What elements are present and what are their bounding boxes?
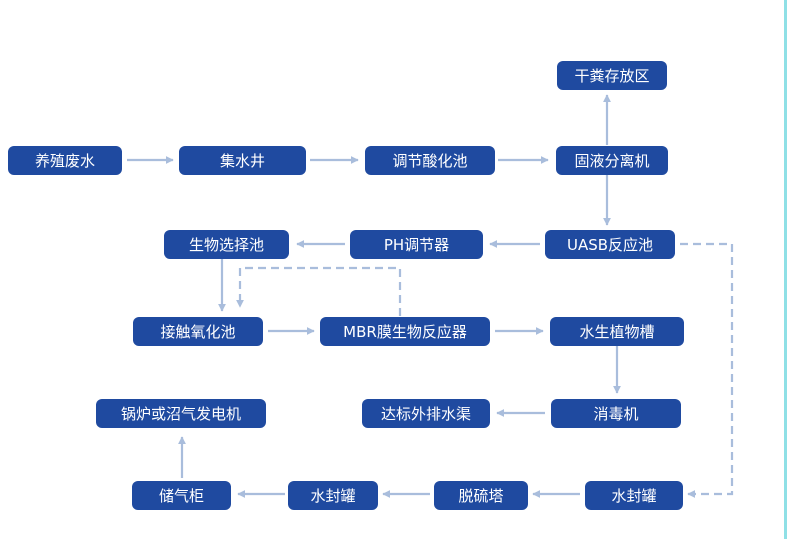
node-shuisheng-plant-tank: 水生植物槽 xyxy=(550,317,684,346)
node-gas-holder: 储气柜 xyxy=(132,481,231,510)
node-ganfen-storage: 干粪存放区 xyxy=(557,61,667,90)
node-yangzhi-wastewater: 养殖废水 xyxy=(8,146,122,175)
node-discharge-channel: 达标外排水渠 xyxy=(362,399,490,428)
node-tiaojie-acidification-tank: 调节酸化池 xyxy=(365,146,495,175)
node-shengwu-selection-tank: 生物选择池 xyxy=(164,230,289,259)
node-boiler-generator: 锅炉或沼气发电机 xyxy=(96,399,266,428)
node-disinfection-machine: 消毒机 xyxy=(551,399,681,428)
dashed-gas-line-uasb-to-shuifeng xyxy=(680,242,734,498)
node-guye-separator: 固液分离机 xyxy=(556,146,668,175)
node-mbr-reactor: MBR膜生物反应器 xyxy=(320,317,490,346)
dashed-loop-mbr-to-jiechu xyxy=(236,266,402,316)
right-edge-bar xyxy=(784,0,787,539)
node-water-seal-right: 水封罐 xyxy=(585,481,683,510)
node-water-seal-left: 水封罐 xyxy=(288,481,378,510)
node-jishui-well: 集水井 xyxy=(179,146,306,175)
node-ph-regulator: PH调节器 xyxy=(350,230,483,259)
node-uasb-reactor: UASB反应池 xyxy=(545,230,675,259)
node-jiechu-oxidation-tank: 接触氧化池 xyxy=(133,317,263,346)
node-desulfurization-tower: 脱硫塔 xyxy=(434,481,528,510)
